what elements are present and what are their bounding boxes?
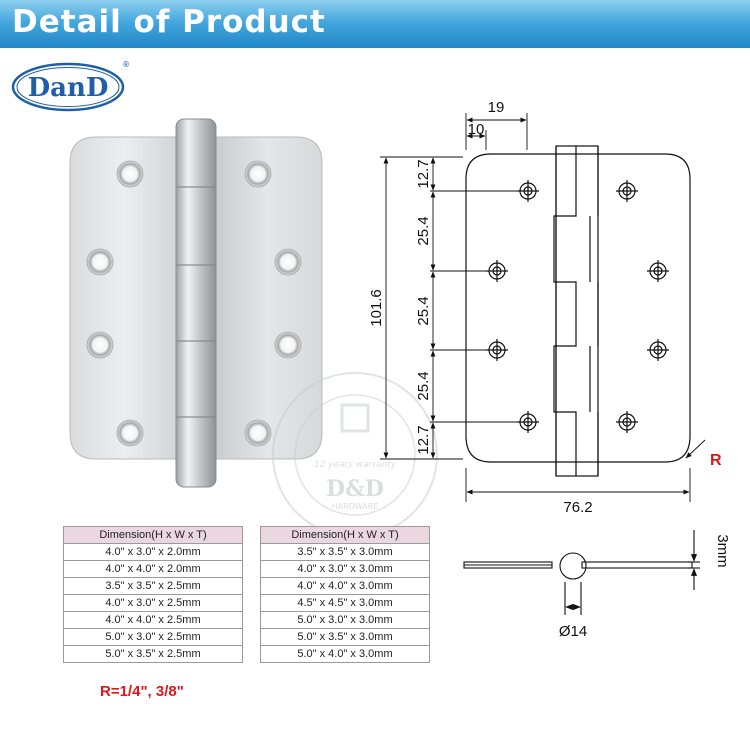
- table-row: 3.5" x 3.5" x 2.5mm: [63, 577, 243, 595]
- screw-hole: [86, 331, 114, 359]
- dand-logo: DanD ®: [11, 60, 130, 112]
- dim-10: 10: [468, 121, 485, 138]
- svg-text:12 years warranty: 12 years warranty: [314, 460, 397, 470]
- screw-hole: [116, 160, 144, 188]
- table-row: 4.0" x 3.0" x 2.5mm: [63, 594, 243, 612]
- table-row: 3.5" x 3.5" x 3.0mm: [260, 543, 430, 561]
- svg-text:HARDWARE: HARDWARE: [332, 502, 379, 511]
- svg-text:D&D: D&D: [326, 476, 384, 502]
- watermark-seal: 12 years warranty D&D HARDWARE: [272, 372, 438, 538]
- radius-label: R: [710, 452, 722, 469]
- table-header: Dimension(H x W x T): [63, 526, 243, 544]
- table-row: 4.0" x 4.0" x 2.5mm: [63, 611, 243, 629]
- table-cell: 5.0" x 3.5" x 2.5mm: [63, 645, 243, 663]
- radius-note: R=1/4", 3/8": [100, 683, 184, 700]
- table-row: 4.0" x 3.0" x 3.0mm: [260, 560, 430, 578]
- dim-12-7-top: 12.7: [415, 159, 432, 188]
- table-cell: 4.0" x 4.0" x 3.0mm: [260, 577, 430, 595]
- page-header: Detail of Product: [0, 0, 750, 48]
- table-cell: 5.0" x 3.5" x 3.0mm: [260, 628, 430, 646]
- screw-hole: [274, 248, 302, 276]
- table-row: 4.0" x 4.0" x 2.0mm: [63, 560, 243, 578]
- dim-width: 76.2: [563, 499, 592, 516]
- screw-hole: [116, 419, 144, 447]
- dimension-table-left: Dimension(H x W x T) 4.0" x 3.0" x 2.0mm…: [63, 526, 243, 663]
- screw-hole: [86, 248, 114, 276]
- table-row: 4.5" x 4.5" x 3.0mm: [260, 594, 430, 612]
- screw-hole: [244, 160, 272, 188]
- table-row: 5.0" x 3.0" x 2.5mm: [63, 628, 243, 646]
- page-title: Detail of Product: [12, 4, 326, 40]
- table-row: 5.0" x 3.5" x 3.0mm: [260, 628, 430, 646]
- table-cell: 4.0" x 4.0" x 2.0mm: [63, 560, 243, 578]
- table-header: Dimension(H x W x T): [260, 526, 430, 544]
- table-cell: 5.0" x 3.0" x 2.5mm: [63, 628, 243, 646]
- table-cell: 4.5" x 4.5" x 3.0mm: [260, 594, 430, 612]
- table-cell: 4.0" x 3.0" x 2.0mm: [63, 543, 243, 561]
- table-row: 5.0" x 4.0" x 3.0mm: [260, 645, 430, 663]
- dim-height: 101.6: [368, 289, 385, 327]
- hinge-drawing: 19 10 101.6 12.7 25.4 25.4 25.4 12.7 76.…: [368, 99, 731, 640]
- table-cell: 5.0" x 4.0" x 3.0mm: [260, 645, 430, 663]
- table-cell: 4.0" x 3.0" x 2.5mm: [63, 594, 243, 612]
- screw-hole: [274, 331, 302, 359]
- table-cell: 3.5" x 3.5" x 2.5mm: [63, 577, 243, 595]
- dim-19: 19: [488, 99, 505, 116]
- registered-mark: ®: [122, 60, 130, 69]
- table-cell: 3.5" x 3.5" x 3.0mm: [260, 543, 430, 561]
- screw-hole: [244, 419, 272, 447]
- table-row: 5.0" x 3.5" x 2.5mm: [63, 645, 243, 663]
- table-cell: 5.0" x 3.0" x 3.0mm: [260, 611, 430, 629]
- dim-diameter: Ø14: [559, 623, 587, 640]
- table-cell: 4.0" x 4.0" x 2.5mm: [63, 611, 243, 629]
- dim-25-4-a: 25.4: [415, 216, 432, 245]
- table-row: 5.0" x 3.0" x 3.0mm: [260, 611, 430, 629]
- dim-12-7-bottom: 12.7: [415, 425, 432, 454]
- table-row: 4.0" x 4.0" x 3.0mm: [260, 577, 430, 595]
- table-cell: 4.0" x 3.0" x 3.0mm: [260, 560, 430, 578]
- logo-text: DanD: [28, 73, 109, 103]
- dim-25-4-b: 25.4: [415, 296, 432, 325]
- dim-thickness: 3mm: [714, 534, 731, 567]
- table-row: 4.0" x 3.0" x 2.0mm: [63, 543, 243, 561]
- dimension-table-right: Dimension(H x W x T) 3.5" x 3.5" x 3.0mm…: [260, 526, 430, 663]
- hinge-photo: [69, 118, 323, 488]
- dim-25-4-c: 25.4: [415, 371, 432, 400]
